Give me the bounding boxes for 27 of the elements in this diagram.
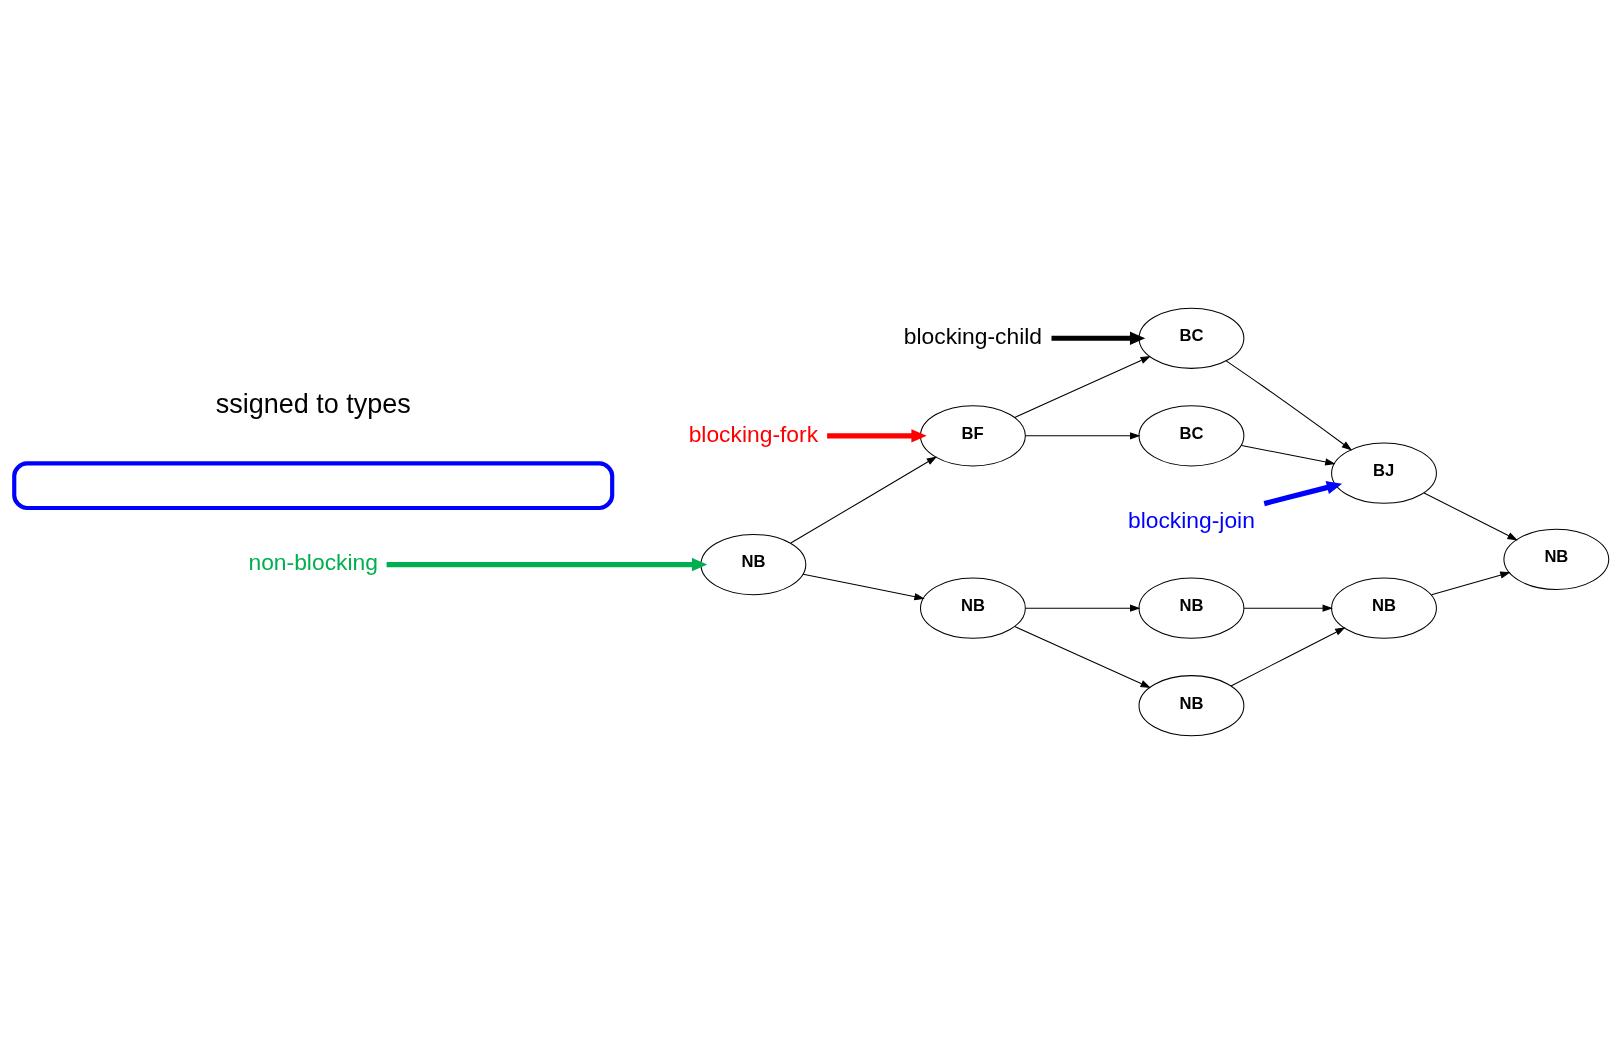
arrow	[802, 573, 925, 601]
label: ssigned to types	[215, 389, 411, 420]
node-text: blocking-fork	[688, 420, 818, 447]
arrow	[1423, 492, 1518, 541]
node-ellipse: NB	[919, 577, 1026, 639]
arrow	[1024, 432, 1140, 440]
arrow	[1013, 626, 1151, 688]
node-ellipse: NB	[1502, 528, 1609, 590]
node-box	[11, 461, 614, 511]
arrow	[1230, 627, 1346, 687]
node-ellipse: NB	[699, 533, 806, 596]
arrow	[1430, 571, 1511, 596]
arrow	[1225, 360, 1352, 451]
arrow	[1013, 356, 1151, 418]
arrow	[789, 456, 937, 544]
arrow	[826, 429, 927, 443]
arrow	[1051, 331, 1145, 345]
node-text: non-blocking	[247, 549, 378, 576]
node-text: blocking-child	[903, 323, 1042, 350]
node-ellipse: BC	[1138, 405, 1244, 467]
arrow	[1024, 604, 1140, 612]
node-ellipse: NB	[1138, 577, 1244, 639]
arrow	[1243, 604, 1333, 612]
arrow	[1263, 481, 1342, 507]
node-text: blocking-join	[1127, 506, 1255, 533]
arrow	[1240, 444, 1336, 466]
arrow	[386, 557, 707, 572]
